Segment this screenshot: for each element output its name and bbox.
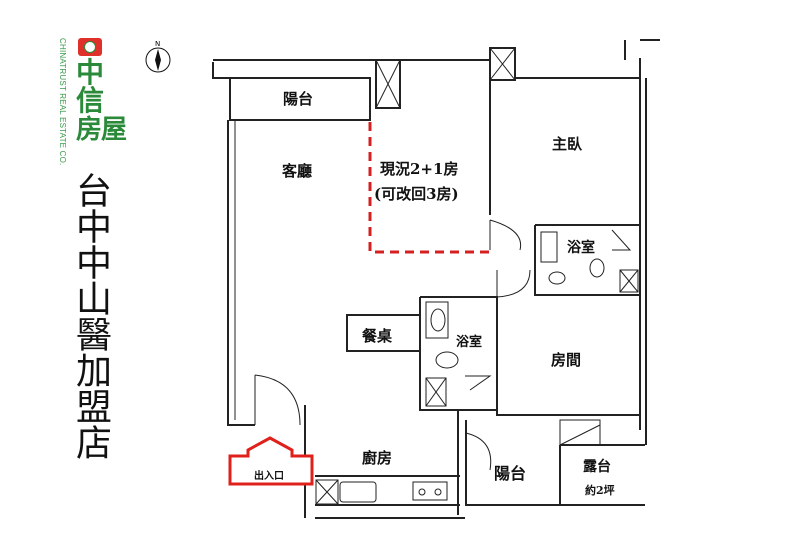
- compass-north-icon: N: [145, 40, 171, 73]
- logo-char-2: 信: [76, 84, 105, 117]
- room-label-master-bedroom: 主臥: [552, 135, 583, 153]
- logo-english-text: CHINATRUST REAL ESTATE CO.: [58, 38, 67, 166]
- room-label-balcony-bottom: 陽台: [494, 464, 527, 483]
- room-label-current-rooms: 現況2+1房: [380, 160, 459, 178]
- room-label-master-bathroom: 浴室: [567, 240, 595, 256]
- logo-mark-icon: [78, 38, 102, 56]
- terrace-size: 約2坪: [585, 484, 615, 497]
- room-label-terrace: 露台: [583, 459, 611, 475]
- logo-char-3: 房屋: [76, 115, 127, 145]
- dashed-partition: [368, 122, 490, 254]
- compass-label: N: [155, 40, 160, 48]
- room-label-living-room: 客廳: [282, 162, 313, 180]
- room-label-dining-table: 餐桌: [362, 327, 393, 345]
- room-label-balcony-top: 陽台: [283, 90, 314, 108]
- entrance-label: 出入口: [254, 471, 284, 482]
- logo-char-1: 中: [76, 56, 105, 89]
- room-label-bathroom-2: 浴室: [456, 335, 483, 350]
- room-label-convertible: (可改回3房): [374, 185, 459, 203]
- room-label-kitchen: 廚房: [362, 449, 393, 467]
- branch-title: 台中中山醫加盟店: [70, 172, 111, 460]
- entrance-arrow-icon: [228, 436, 314, 486]
- room-label-bedroom: 房間: [551, 351, 582, 369]
